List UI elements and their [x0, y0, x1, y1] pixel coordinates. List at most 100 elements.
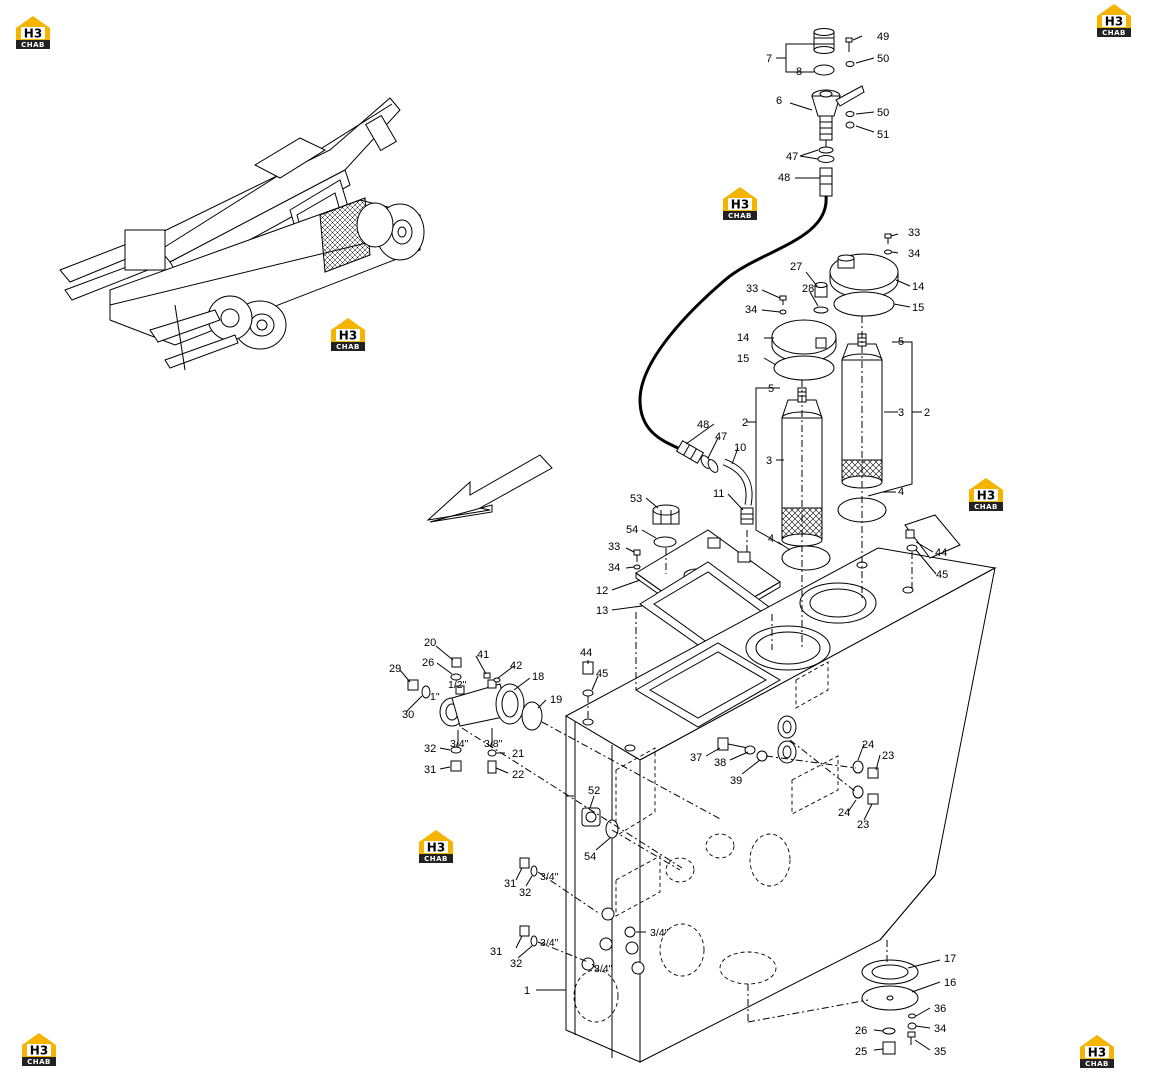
watermark-logo — [723, 187, 757, 220]
screw — [483, 672, 491, 679]
callout-34: 34 — [608, 562, 620, 574]
screw — [845, 37, 853, 52]
callout-15: 15 — [912, 302, 924, 314]
thread-size-label: 3/4" — [540, 937, 559, 949]
fitting — [487, 760, 497, 774]
adapter-fitting — [740, 507, 754, 525]
seal-ring — [450, 746, 462, 754]
callout-32: 32 — [424, 743, 436, 755]
plug — [407, 679, 419, 691]
breather-filter-assembly — [811, 28, 865, 197]
cover-gasket — [773, 355, 835, 381]
hose-fitting — [819, 167, 833, 197]
seal-ring — [530, 865, 538, 877]
callout-29: 29 — [389, 663, 401, 675]
callout-12: 12 — [596, 585, 608, 597]
thread-size-label: 3/4" — [594, 963, 613, 975]
seal-ring — [487, 749, 497, 757]
callout-51: 51 — [877, 129, 889, 141]
breather-cap — [813, 28, 835, 54]
callout-26: 26 — [422, 657, 434, 669]
callout-1: 1 — [524, 985, 530, 997]
screw — [633, 549, 641, 562]
nut — [845, 121, 855, 129]
callout-38: 38 — [714, 757, 726, 769]
callout-13: 13 — [596, 605, 608, 617]
callout-31: 31 — [490, 946, 502, 958]
callout-49: 49 — [877, 31, 889, 43]
washer — [845, 61, 855, 67]
callout-44: 44 — [935, 547, 947, 559]
callout-11: 11 — [713, 488, 724, 500]
callout-34: 34 — [745, 304, 757, 316]
callout-42: 42 — [510, 660, 522, 672]
callout-18: 18 — [532, 671, 544, 683]
seal-ring — [653, 536, 677, 548]
plug — [450, 760, 462, 772]
callout-4: 4 — [898, 486, 904, 498]
screw — [717, 737, 749, 751]
seal-ring — [756, 750, 768, 762]
callout-37: 37 — [690, 752, 702, 764]
breather-hose — [638, 195, 828, 450]
watermark-logo — [969, 478, 1003, 511]
filler-cap — [652, 504, 680, 525]
callout-27: 27 — [790, 261, 802, 273]
screw — [779, 295, 787, 305]
callout-50: 50 — [877, 107, 889, 119]
callout-30: 30 — [402, 709, 414, 721]
callout-10: 10 — [734, 442, 746, 454]
seal-ring — [530, 935, 538, 947]
callout-36: 36 — [934, 1003, 946, 1015]
callout-23: 23 — [857, 819, 869, 831]
washer — [884, 249, 892, 255]
washer — [633, 564, 641, 570]
callout-44: 44 — [580, 647, 592, 659]
thread-size-label: 3/4" — [540, 871, 559, 883]
reach-stacker-illustration — [59, 97, 425, 371]
callout-33: 33 — [608, 541, 620, 553]
seal-ring — [852, 760, 864, 774]
callout-48: 48 — [778, 172, 790, 184]
seal-ring — [605, 819, 619, 839]
direction-arrow — [426, 454, 553, 523]
watermark-logo — [1097, 4, 1131, 37]
cover-gasket — [833, 291, 895, 317]
seal-ring — [852, 785, 864, 799]
callout-21: 21 — [512, 748, 524, 760]
callout-3: 3 — [898, 407, 904, 419]
washer — [582, 689, 594, 697]
callout-50: 50 — [877, 53, 889, 65]
callout-6: 6 — [776, 95, 782, 107]
callout-5: 5 — [768, 383, 774, 395]
callout-32: 32 — [519, 887, 531, 899]
watermark-logo — [331, 318, 365, 351]
callout-14: 14 — [737, 332, 749, 344]
callout-45: 45 — [596, 668, 608, 680]
callout-26: 26 — [855, 1025, 867, 1037]
seal-ring — [813, 306, 829, 314]
watermark-logo — [22, 1033, 56, 1066]
flange-o-ring — [521, 701, 543, 731]
seal-ring — [450, 673, 462, 681]
alignment-lines — [461, 140, 913, 1023]
callout-20: 20 — [424, 637, 436, 649]
callout-39: 39 — [730, 775, 742, 787]
callout-24: 24 — [838, 807, 850, 819]
tank-top-fitting — [904, 514, 961, 559]
plug — [867, 793, 879, 805]
thread-size-label: 3/8" — [484, 738, 503, 750]
seal-ring — [882, 1027, 896, 1035]
callout-53: 53 — [630, 493, 642, 505]
thread-size-label: 1/2" — [448, 679, 467, 691]
thread-size-label: 3/4" — [650, 927, 669, 939]
callout-35: 35 — [934, 1046, 946, 1058]
seal-ring — [818, 146, 834, 154]
plug — [451, 657, 462, 668]
watermark-logo — [1080, 1035, 1114, 1068]
drain-flange-plate — [861, 985, 919, 1011]
part-callouts: 7 8 49 50 6 50 51 47 48 33 34 27 14 28 3… — [389, 31, 956, 1058]
callout-32: 32 — [510, 958, 522, 970]
thread-size-labels: 1/2" 1" 3/4" 3/8" 3/4" 3/4" 3/4" 3/4" — [430, 679, 669, 975]
callout-28: 28 — [802, 283, 814, 295]
